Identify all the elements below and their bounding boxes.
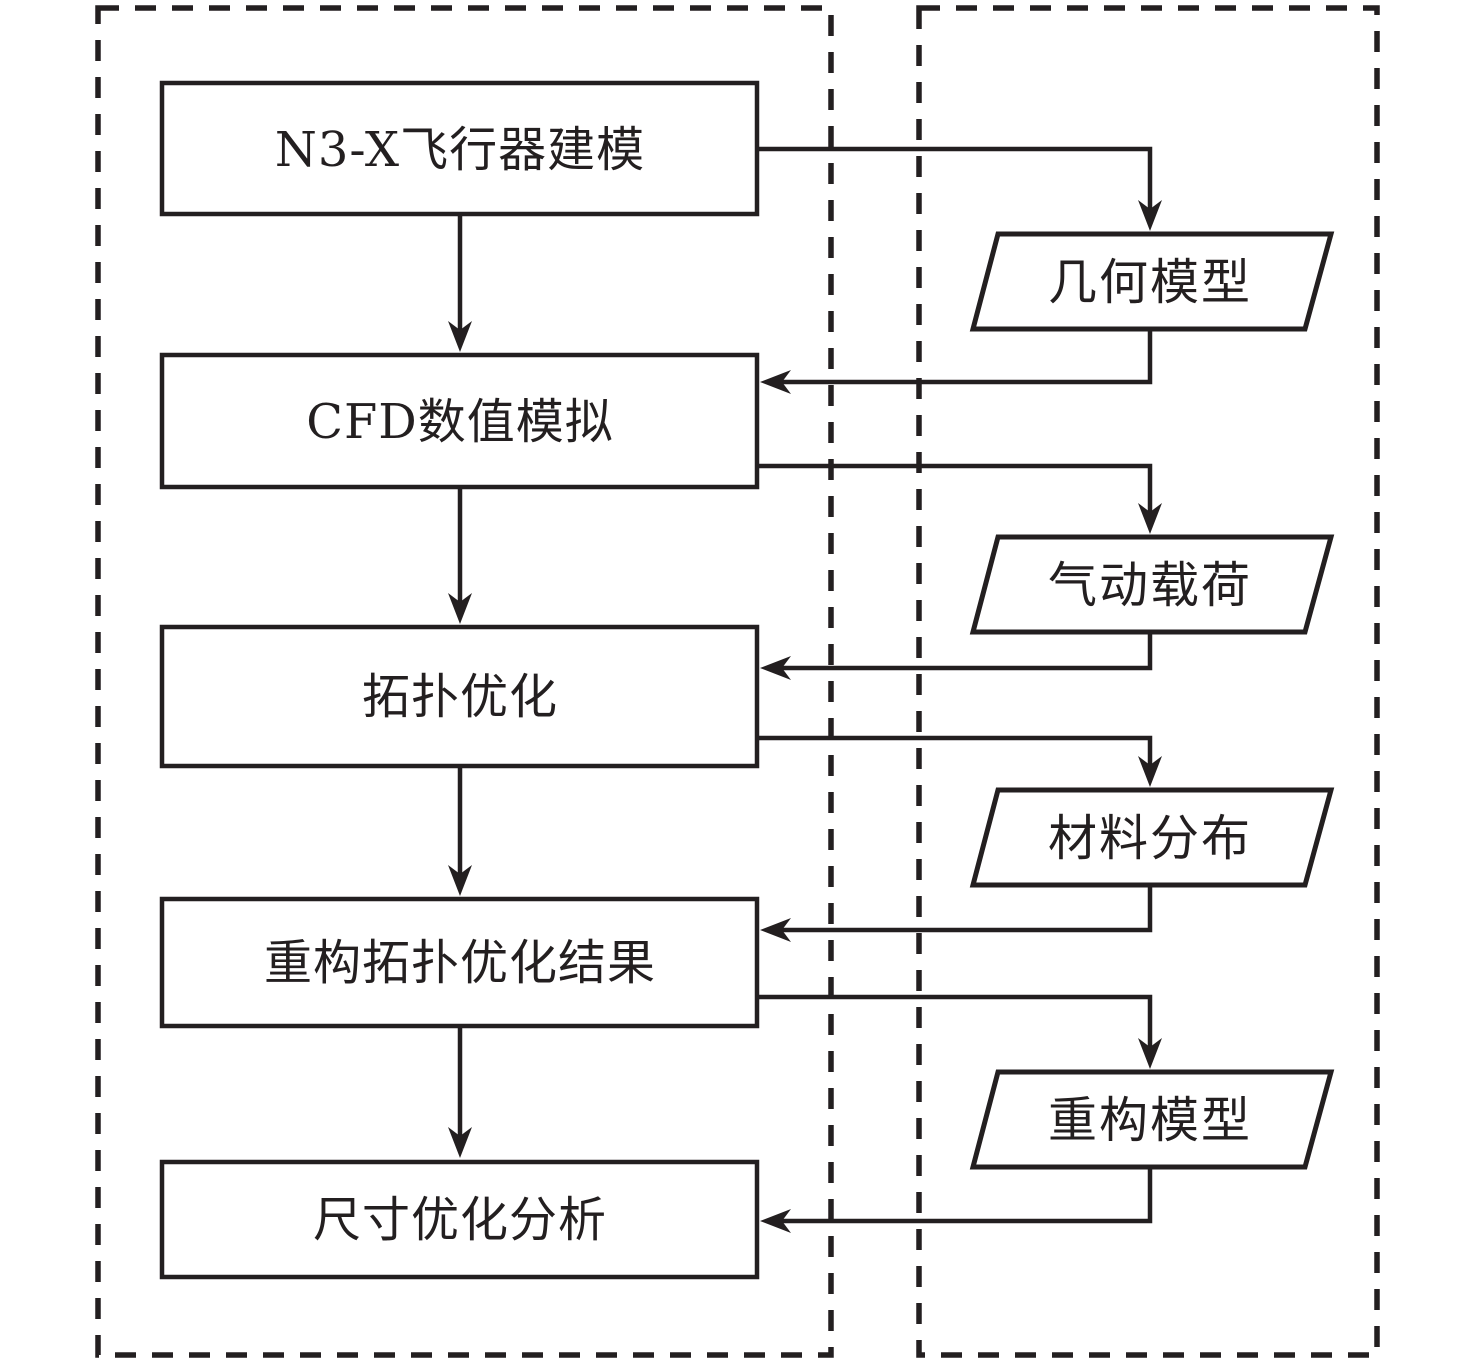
process-box-rect: [159, 1159, 760, 1280]
arrow-box2-to-aero-load: [757, 463, 1153, 514]
arrowhead-left-icon: [760, 1209, 791, 1233]
arrow-box3-to-material-distribution: [757, 735, 1153, 766]
data-parallelogram-shape: [969, 231, 1335, 332]
arrowhead-down-icon: [448, 321, 472, 352]
arrow-box1-to-geometry-model: [757, 146, 1153, 210]
data-parallelogram-label: 气动载荷: [1048, 557, 1252, 614]
process-box-label: 尺寸优化分析: [313, 1192, 607, 1248]
arrowhead-down-icon: [1138, 200, 1162, 231]
data-parallelogram-shape: [969, 1069, 1335, 1170]
arrow-box4-to-reconstructed-model: [757, 994, 1153, 1048]
process-box-size-optimization-analysis: 尺寸优化分析: [159, 1159, 760, 1280]
data-parallelogram-material-distribution: 材料分布: [969, 787, 1335, 888]
process-box-rect: [159, 352, 760, 490]
data-parallelogram-geometry-model: 几何模型: [969, 231, 1335, 332]
data-parallelogram-reconstructed-model: 重构模型: [969, 1069, 1335, 1170]
process-box-reconstruct-topology-result: 重构拓扑优化结果: [159, 896, 760, 1029]
data-parallelogram-label: 几何模型: [1048, 254, 1252, 311]
data-parallelogram-label: 重构模型: [1048, 1092, 1252, 1149]
arrow-reconstructed-model-to-box5: [782, 1167, 1153, 1224]
process-box-rect: [159, 80, 760, 217]
arrowhead-down-icon: [448, 1127, 472, 1158]
arrowhead-down-icon: [1138, 1038, 1162, 1069]
arrow-aero-load-to-box3: [782, 632, 1153, 671]
process-box-n3x-aircraft-modeling: N3-X飞行器建模: [159, 80, 760, 217]
arrow-geometry-model-to-box2: [782, 329, 1153, 385]
data-parallelogram-shape: [969, 787, 1335, 888]
process-box-label: 重构拓扑优化结果: [264, 935, 656, 991]
data-group-dashed-container: [916, 5, 1380, 1358]
arrowhead-down-icon: [448, 593, 472, 624]
process-box-cfd-simulation: CFD数值模拟: [159, 352, 760, 490]
arrow-material-distribution-to-box4: [782, 885, 1153, 933]
arrowhead-left-icon: [760, 370, 791, 394]
arrowhead-down-icon: [448, 865, 472, 896]
process-group-dashed-container: [95, 5, 834, 1358]
arrowhead-down-icon: [1138, 756, 1162, 787]
data-parallelogram-label: 材料分布: [1048, 810, 1252, 867]
arrowhead-down-icon: [1138, 503, 1162, 534]
data-parallelogram-aero-load: 气动载荷: [969, 534, 1335, 635]
process-box-label: 拓扑优化: [362, 669, 558, 725]
process-box-rect: [159, 624, 760, 769]
process-box-rect: [159, 896, 760, 1029]
arrowhead-left-icon: [760, 918, 791, 942]
data-parallelogram-shape: [969, 534, 1335, 635]
process-box-label: CFD数值模拟: [306, 394, 614, 450]
arrowhead-left-icon: [760, 656, 791, 680]
process-box-label: N3-X飞行器建模: [275, 122, 645, 178]
process-box-topology-optimization: 拓扑优化: [159, 624, 760, 769]
